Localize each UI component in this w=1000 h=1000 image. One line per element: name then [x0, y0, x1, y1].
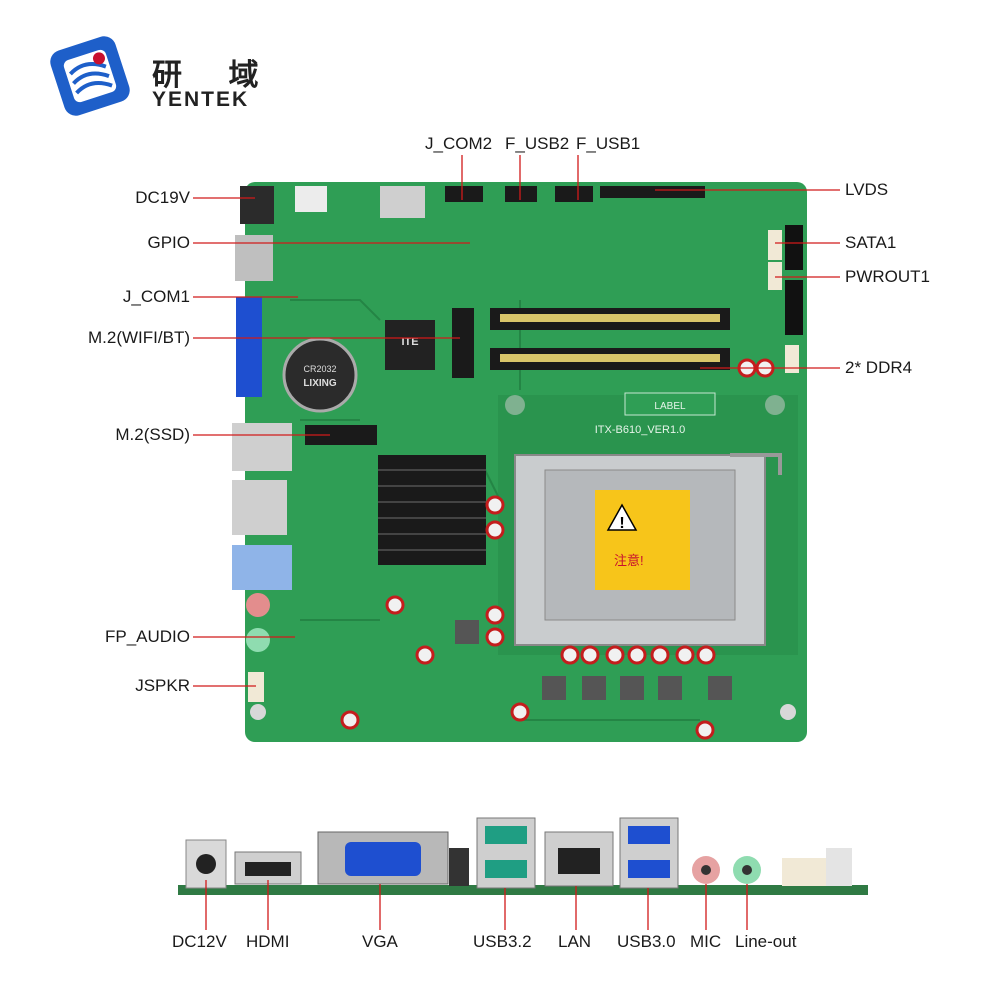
mic-jack-top — [246, 593, 270, 617]
dc-jack-top — [240, 186, 274, 224]
logo-icon — [50, 36, 130, 116]
callout-lvds: LVDS — [845, 180, 889, 199]
vga-top — [236, 297, 262, 397]
brand-name-en: YENTEK — [152, 88, 250, 111]
callout-f-usb1: F_USB1 — [576, 134, 641, 153]
callout-dc19v: DC19V — [135, 188, 190, 207]
sata-connector — [785, 225, 803, 270]
callout-gpio: GPIO — [147, 233, 190, 252]
io-label-dc12v: DC12V — [172, 932, 227, 951]
m2-wifi-slot — [452, 308, 474, 378]
cpu-warning-sticker — [595, 490, 690, 590]
io-label-vga: VGA — [362, 932, 398, 951]
io-board-edge — [178, 885, 868, 895]
io-label-usb32: USB3.2 — [473, 932, 532, 951]
cpu-warning-text: 注意! — [614, 553, 644, 568]
cmos-battery — [282, 337, 358, 413]
svg-text:LIXING: LIXING — [303, 378, 337, 389]
callout-j-com2: J_COM2 — [425, 134, 493, 153]
label-silk: LABEL — [654, 401, 686, 412]
callout-pwrout1: PWROUT1 — [845, 267, 930, 286]
callout-m2-ssd: M.2(SSD) — [115, 425, 190, 444]
io-label-mic: MIC — [690, 932, 722, 951]
brand-name-cn: 研 域 — [152, 58, 277, 93]
callout-jspkr: JSPKR — [135, 676, 190, 695]
m2-ssd-slot — [305, 425, 377, 445]
silk-model: ITX-B610_VER1.0 — [595, 424, 686, 436]
io-label-usb30: USB3.0 — [617, 932, 676, 951]
brand-logo — [42, 28, 138, 124]
lvds-header — [600, 186, 705, 198]
callout-m2-wifi-bt: M.2(WIFI/BT) — [88, 328, 190, 347]
callout-fp-audio: FP_AUDIO — [104, 627, 190, 646]
io-label-lan: LAN — [558, 932, 592, 951]
io-label-line-out: Line-out — [735, 932, 797, 951]
callout-j-com1: J_COM1 — [122, 287, 190, 306]
callout-sata1: SATA1 — [845, 233, 897, 252]
callout-ddr4: 2* DDR4 — [845, 358, 913, 377]
chipset-heatsink — [378, 455, 486, 565]
svg-text:ITE: ITE — [401, 336, 418, 348]
svg-text:CR2032: CR2032 — [303, 364, 336, 374]
ite-chip — [385, 320, 435, 370]
io-label-hdmi: HDMI — [246, 932, 290, 951]
lineout-jack-top — [246, 628, 270, 652]
svg-text:!: ! — [619, 515, 624, 532]
callout-f-usb2: F_USB2 — [505, 134, 570, 153]
